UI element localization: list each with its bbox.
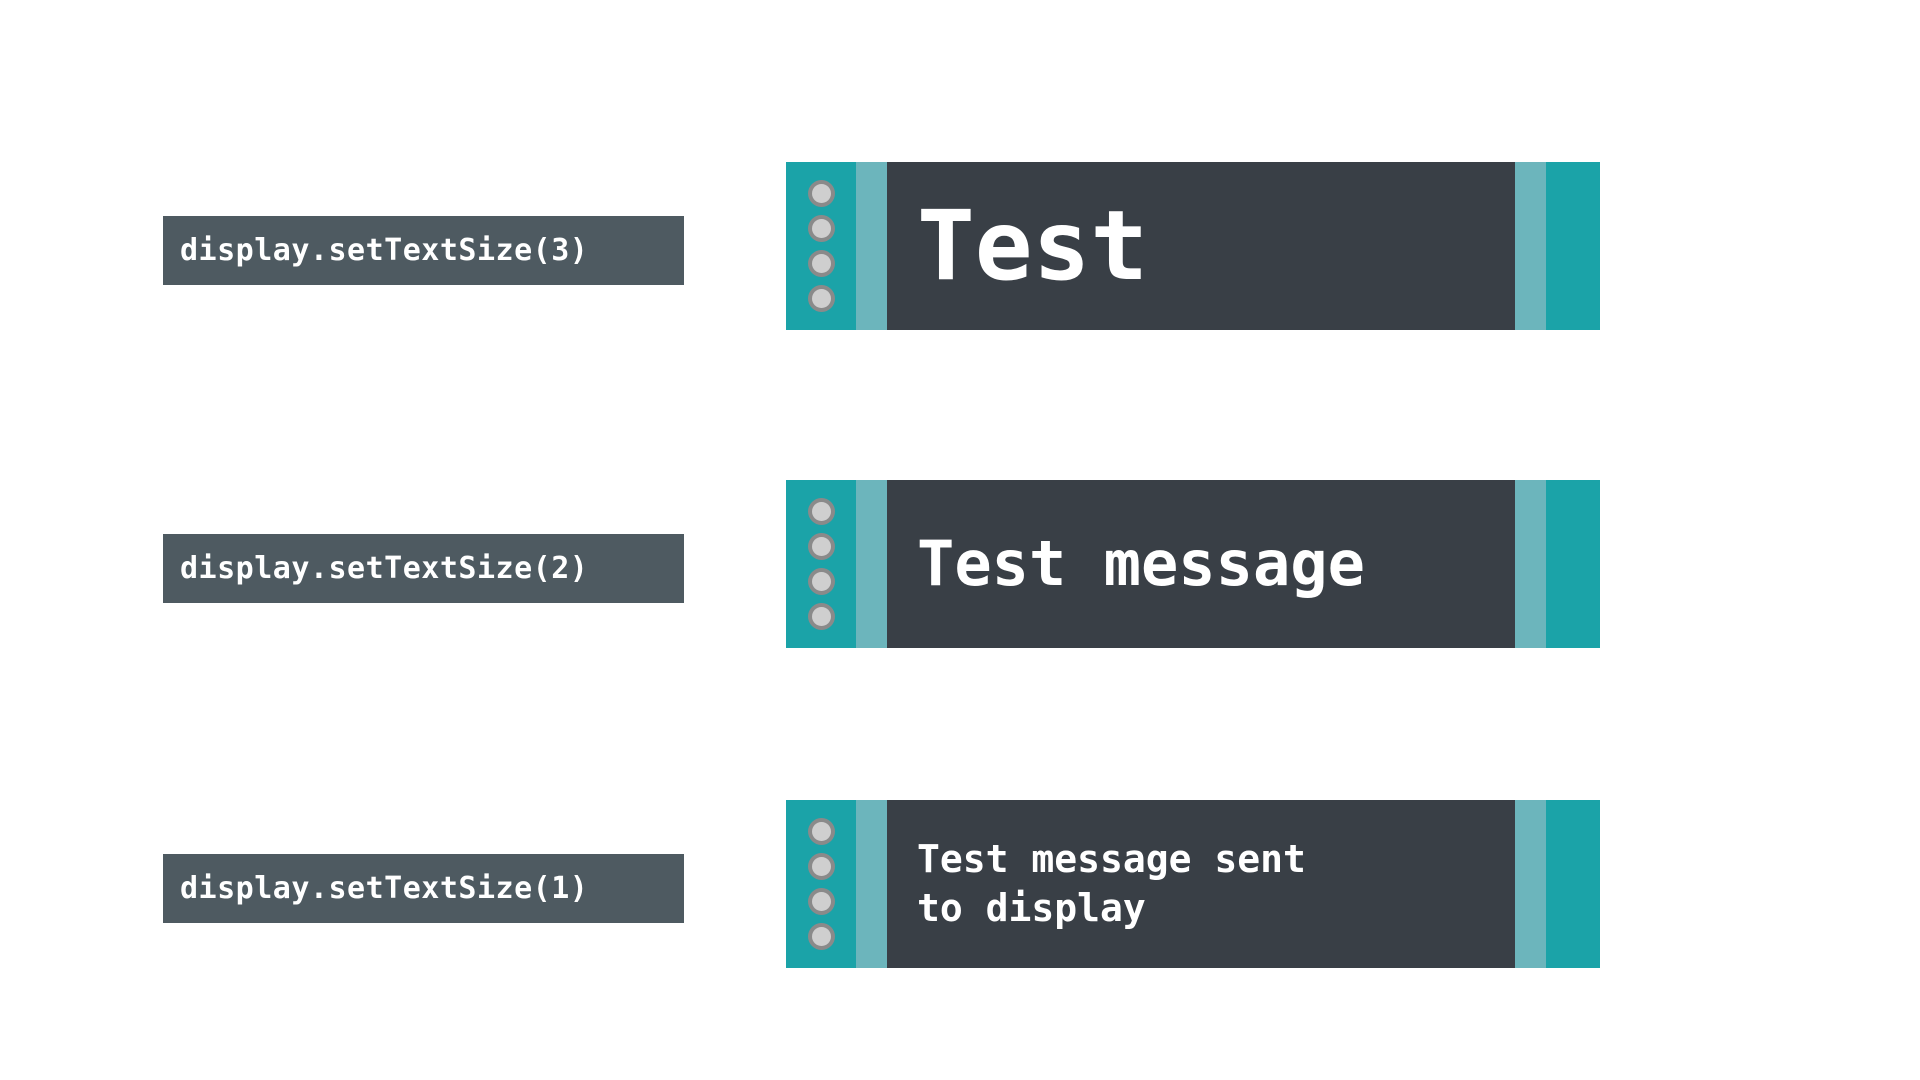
code-label-textsize-3: display.setTextSize(3): [163, 216, 684, 285]
board-bezel-left: [856, 800, 887, 968]
oled-screen: Test message sent to display: [887, 800, 1515, 968]
screen-text: Test message: [917, 527, 1365, 601]
pin-hole-icon: [811, 537, 831, 556]
pin-hole-icon: [811, 607, 831, 626]
pin-hole-icon: [811, 254, 831, 273]
board-bezel-right: [1515, 480, 1546, 648]
screen-text: Test: [917, 190, 1149, 302]
screen-text: Test message sent to display: [917, 836, 1329, 930]
board-left-rail: [786, 162, 856, 330]
oled-board-textsize-3: Test: [786, 162, 1600, 330]
board-left-rail: [786, 800, 856, 968]
code-label-textsize-1: display.setTextSize(1): [163, 854, 684, 923]
pin-hole-icon: [811, 892, 831, 911]
oled-board-textsize-1: Test message sent to display: [786, 800, 1600, 968]
board-right-rail: [1546, 800, 1600, 968]
pin-hole-icon: [811, 289, 831, 308]
oled-screen: Test: [887, 162, 1515, 330]
board-bezel-left: [856, 480, 887, 648]
pin-hole-icon: [811, 822, 831, 841]
pin-hole-icon: [811, 219, 831, 238]
board-bezel-left: [856, 162, 887, 330]
oled-screen: Test message: [887, 480, 1515, 648]
pin-hole-icon: [811, 572, 831, 591]
board-left-rail: [786, 480, 856, 648]
board-right-rail: [1546, 162, 1600, 330]
pin-hole-icon: [811, 927, 831, 946]
pin-hole-icon: [811, 857, 831, 876]
board-right-rail: [1546, 480, 1600, 648]
board-bezel-right: [1515, 162, 1546, 330]
pin-hole-icon: [811, 502, 831, 521]
code-label-textsize-2: display.setTextSize(2): [163, 534, 684, 603]
oled-board-textsize-2: Test message: [786, 480, 1600, 648]
pin-hole-icon: [811, 184, 831, 203]
board-bezel-right: [1515, 800, 1546, 968]
